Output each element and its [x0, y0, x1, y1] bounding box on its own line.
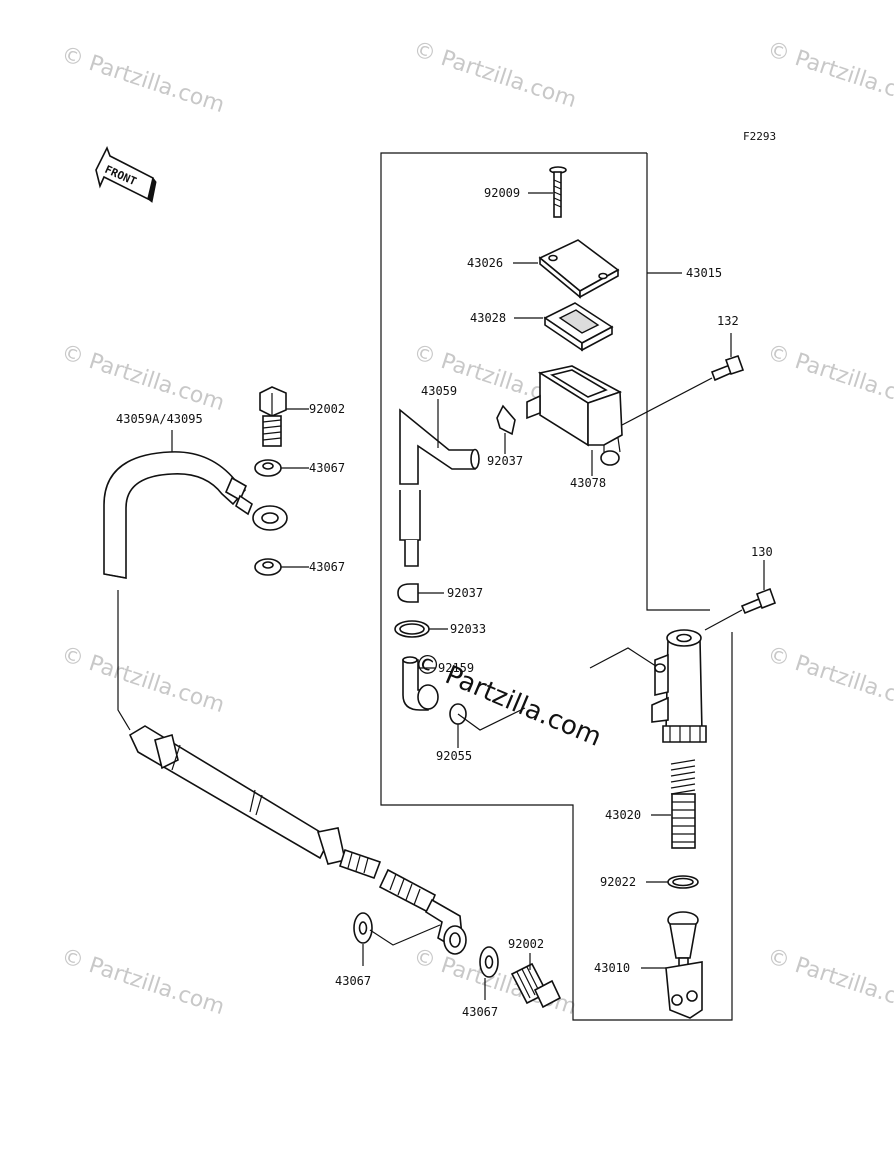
clamp-92037	[496, 404, 516, 436]
watermark-text: © Partzilla.com	[410, 37, 579, 113]
watermark-text: © Partzilla.com	[58, 944, 227, 1020]
label-92002-lower: 92002	[508, 937, 544, 951]
label-43067-c: 43067	[335, 974, 371, 988]
watermark-text: © Partzilla.com	[764, 340, 894, 416]
label-92055: 92055	[436, 749, 472, 763]
watermark-text: © Partzilla.com	[764, 944, 894, 1020]
label-43028: 43028	[470, 311, 506, 325]
bolt-132	[710, 354, 745, 382]
label-43026: 43026	[467, 256, 503, 270]
label-43059A: 43059A/43095	[116, 412, 203, 426]
watermark-text: © Partzilla.com	[58, 642, 227, 718]
clamp-92037-lower	[397, 583, 419, 603]
label-43020: 43020	[605, 808, 641, 822]
washer-43067-b	[254, 558, 282, 576]
washer-43067-a	[254, 459, 282, 477]
label-92037-upper: 92037	[487, 454, 523, 468]
label-43067-d: 43067	[462, 1005, 498, 1019]
center-watermark: © Partzilla.com	[409, 647, 605, 753]
brake-hose-lower	[117, 590, 467, 955]
banjo-bolt-92002-lower	[510, 962, 562, 1009]
label-43015: 43015	[686, 266, 722, 280]
washer-43067-c	[353, 912, 373, 944]
watermark-text: © Partzilla.com	[58, 340, 227, 416]
banjo-bolt-92002-upper	[259, 386, 287, 447]
label-92033: 92033	[450, 622, 486, 636]
label-92002-upper: 92002	[309, 402, 345, 416]
assembly-bracket	[380, 152, 733, 1021]
front-arrow-icon: FRONT	[95, 146, 157, 203]
label-130: 130	[751, 545, 773, 559]
circlip-92033	[394, 620, 430, 638]
label-92009: 92009	[484, 186, 520, 200]
push-rod-43010	[665, 911, 703, 1019]
reservoir-43078	[526, 365, 623, 466]
label-43059: 43059	[421, 384, 457, 398]
master-cylinder-body	[589, 629, 707, 743]
label-43067-b: 43067	[309, 560, 345, 574]
washer-43067-d	[479, 946, 499, 978]
elbow-fitting-92159	[402, 656, 439, 711]
watermark-text: © Partzilla.com	[764, 37, 894, 113]
reservoir-cap-43026	[538, 239, 620, 299]
diaphragm-43028	[543, 302, 614, 352]
reservoir-hose-43059	[399, 408, 480, 567]
label-43067-a: 43067	[309, 461, 345, 475]
label-92037-lower: 92037	[447, 586, 483, 600]
watermarks: © Partzilla.com © Partzilla.com © Partzi…	[58, 37, 894, 1020]
label-43010: 43010	[594, 961, 630, 975]
label-92022: 92022	[600, 875, 636, 889]
watermark-text: © Partzilla.com	[764, 642, 894, 718]
watermark-text: © Partzilla.com	[58, 42, 227, 118]
screw-92009	[549, 166, 567, 218]
piston-spring-43020	[670, 759, 696, 849]
label-43078: 43078	[570, 476, 606, 490]
figure-code: F2293	[743, 130, 776, 143]
circlip-92022	[667, 875, 699, 889]
bolt-130	[740, 587, 777, 615]
brake-hose-43059A	[103, 451, 288, 579]
label-92159: 92159	[438, 661, 474, 675]
label-132: 132	[717, 314, 739, 328]
